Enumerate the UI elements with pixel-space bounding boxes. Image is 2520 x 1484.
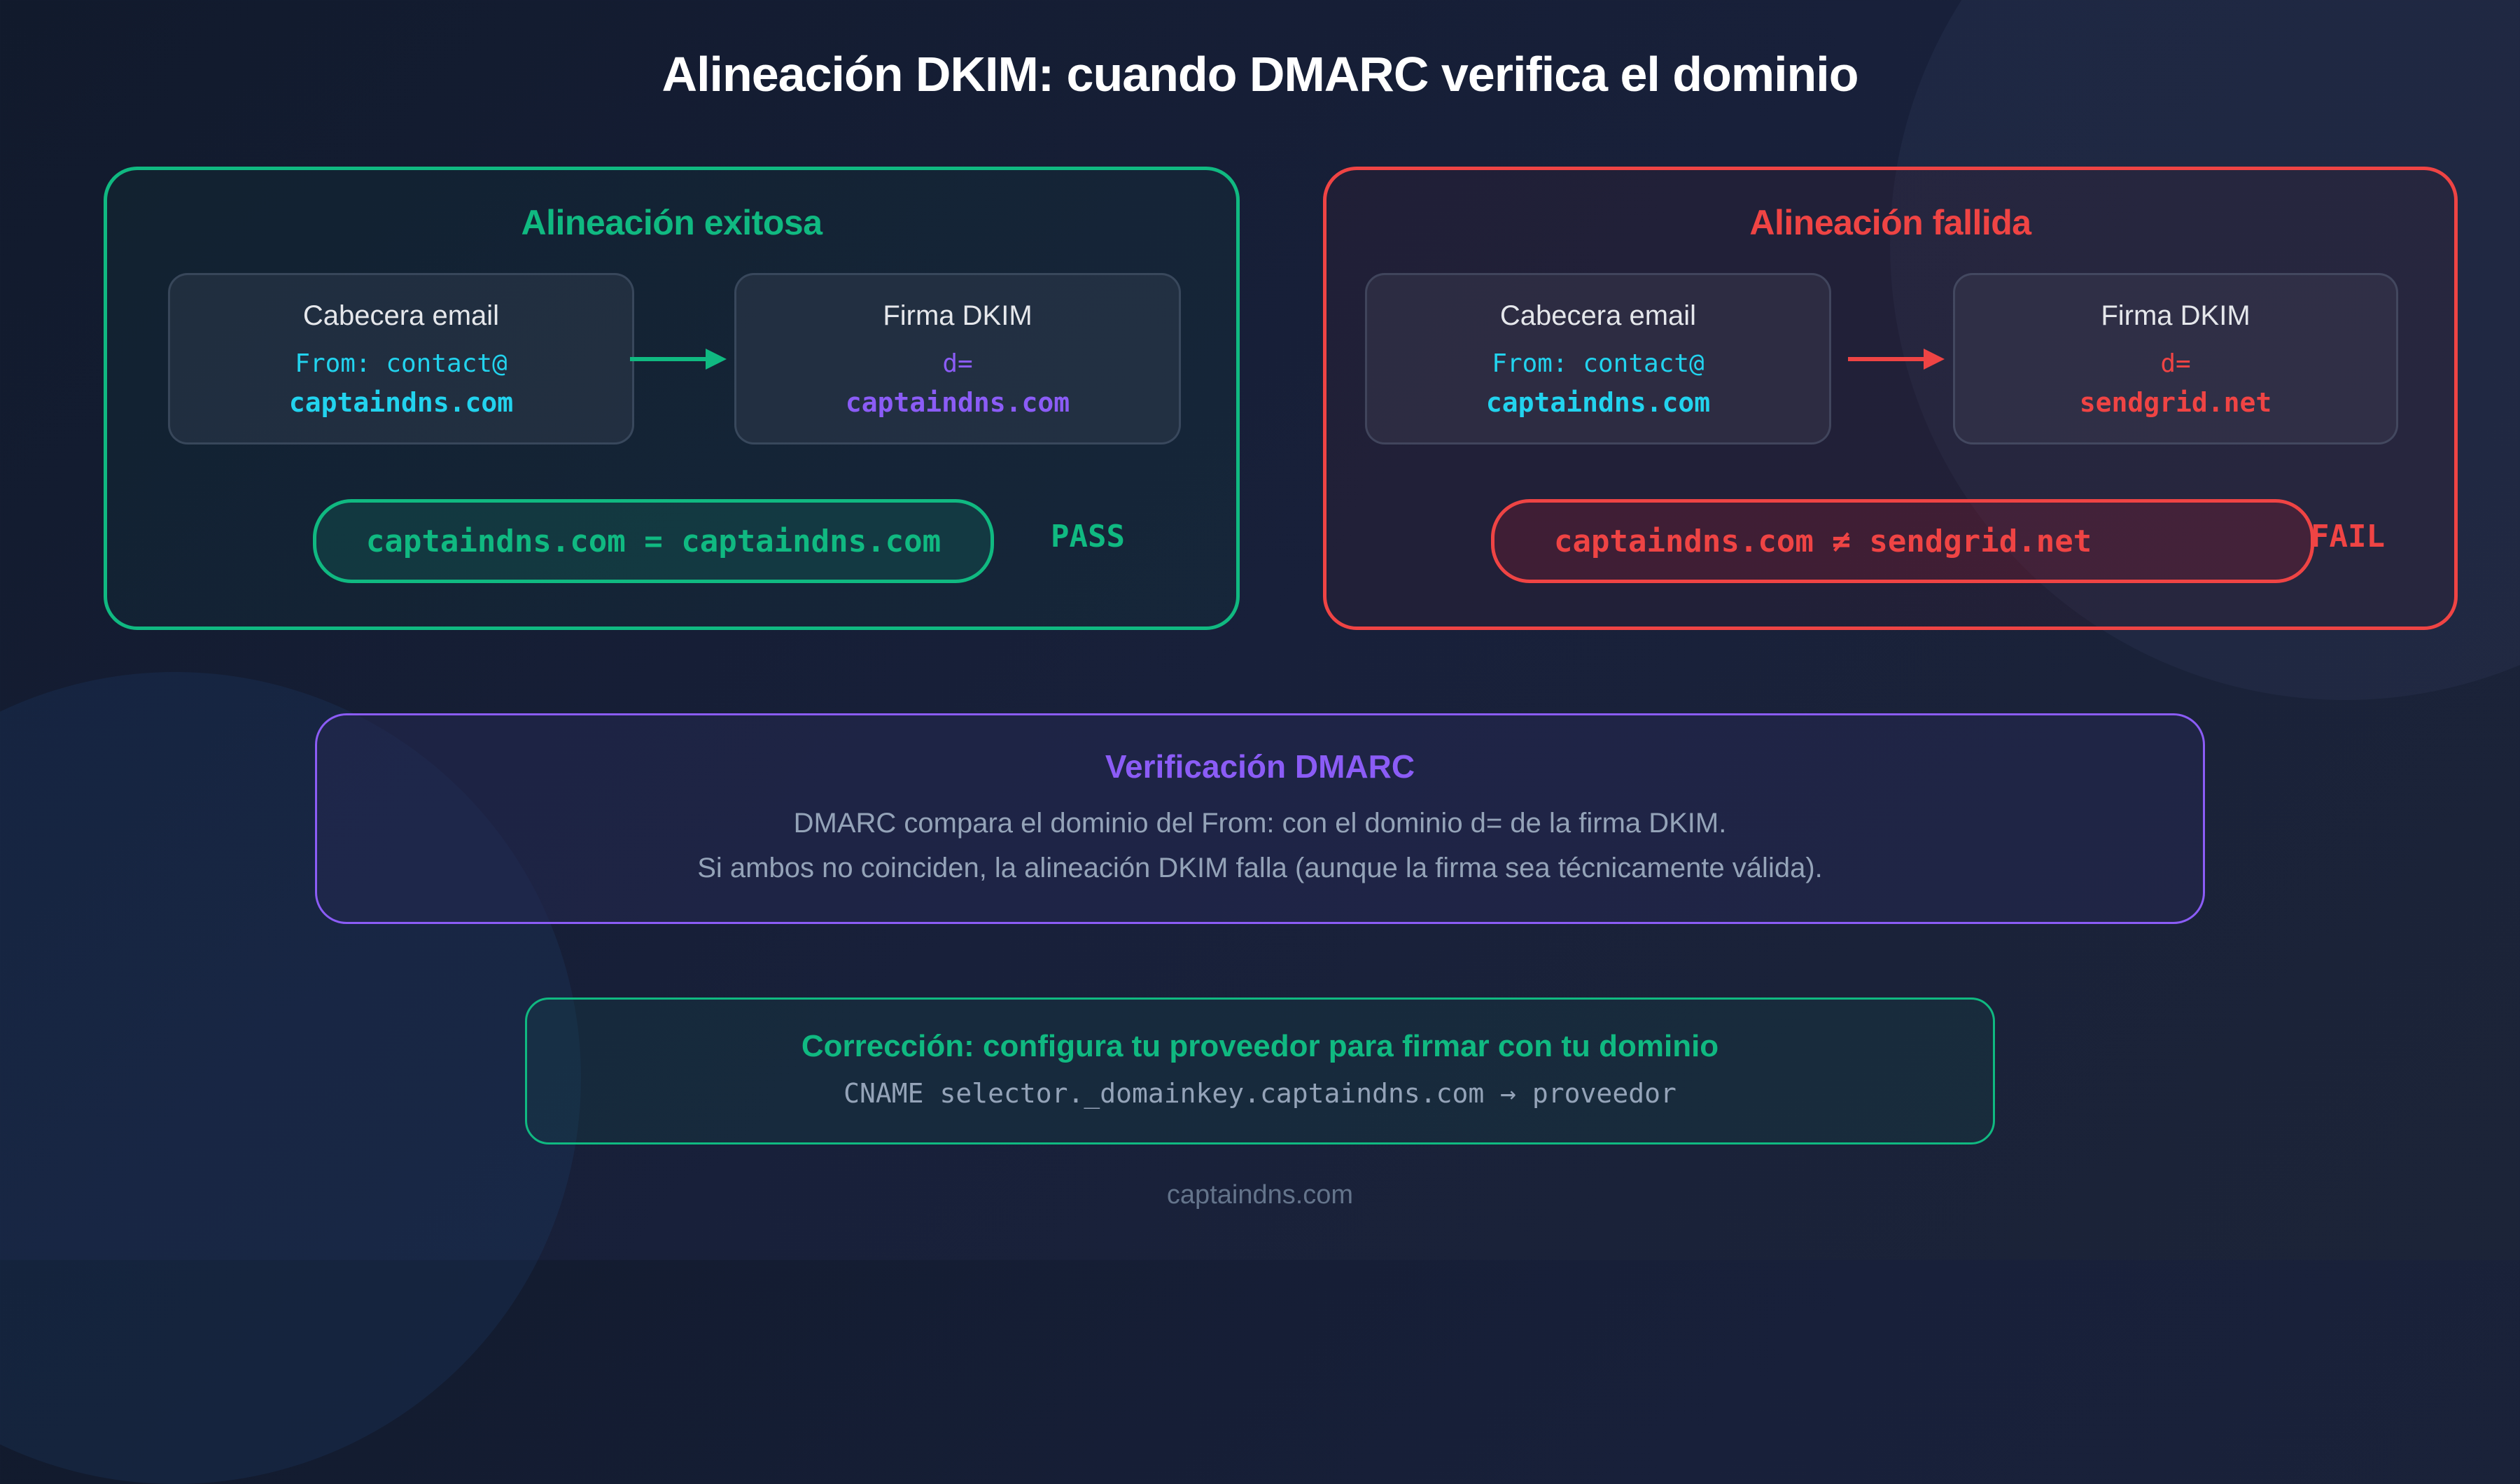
card-label: Cabecera email xyxy=(1499,300,1697,331)
alignment-failure-panel: Alineación fallida Cabecera email From: … xyxy=(1323,167,2458,630)
from-domain: captaindns.com xyxy=(288,387,514,418)
domain-comparison-pill: captaindns.com ≠ sendgrid.net xyxy=(1491,499,2314,583)
arrow-right-icon xyxy=(1848,349,1946,370)
pass-badge: PASS xyxy=(1051,519,1125,554)
correction-box: Corrección: configura tu proveedor para … xyxy=(525,997,1995,1144)
card-label: Firma DKIM xyxy=(2101,300,2250,331)
alignment-success-panel: Alineación exitosa Cabecera email From: … xyxy=(104,167,1240,630)
arrow-right-icon xyxy=(630,349,728,370)
dmarc-title: Verificación DMARC xyxy=(1105,748,1415,785)
from-prefix: From: contact@ xyxy=(1492,349,1704,378)
dkim-signature-card: Firma DKIM d= captaindns.com xyxy=(734,273,1181,444)
footer-brand: captaindns.com xyxy=(1166,1180,1354,1210)
card-label: Cabecera email xyxy=(302,300,500,331)
dmarc-description-line-2: Si ambos no coinciden, la alineación DKI… xyxy=(697,853,1823,883)
domain-comparison-pill: captaindns.com = captaindns.com xyxy=(313,499,994,583)
from-domain: captaindns.com xyxy=(1485,387,1711,418)
dmarc-description-line-1: DMARC compara el dominio del From: con e… xyxy=(793,808,1727,839)
panel-title: Alineación fallida xyxy=(1749,203,2031,242)
fail-badge: FAIL xyxy=(2311,519,2385,554)
cname-record: CNAME selector._domainkey.captaindns.com… xyxy=(844,1078,1676,1109)
dmarc-verification-box: Verificación DMARC DMARC compara el domi… xyxy=(315,713,2205,924)
email-header-card: Cabecera email From: contact@ captaindns… xyxy=(1365,273,1831,444)
panel-title: Alineación exitosa xyxy=(521,203,822,242)
page-title: Alineación DKIM: cuando DMARC verifica e… xyxy=(662,47,1859,102)
d-tag-label: d= xyxy=(2160,349,2191,378)
dkim-signature-card: Firma DKIM d= sendgrid.net xyxy=(1953,273,2398,444)
from-prefix: From: contact@ xyxy=(295,349,507,378)
d-tag-domain: sendgrid.net xyxy=(2079,387,2272,418)
correction-title: Corrección: configura tu proveedor para … xyxy=(801,1029,1719,1063)
d-tag-label: d= xyxy=(942,349,973,378)
email-header-card: Cabecera email From: contact@ captaindns… xyxy=(168,273,634,444)
card-label: Firma DKIM xyxy=(883,300,1032,331)
d-tag-domain: captaindns.com xyxy=(845,387,1070,418)
